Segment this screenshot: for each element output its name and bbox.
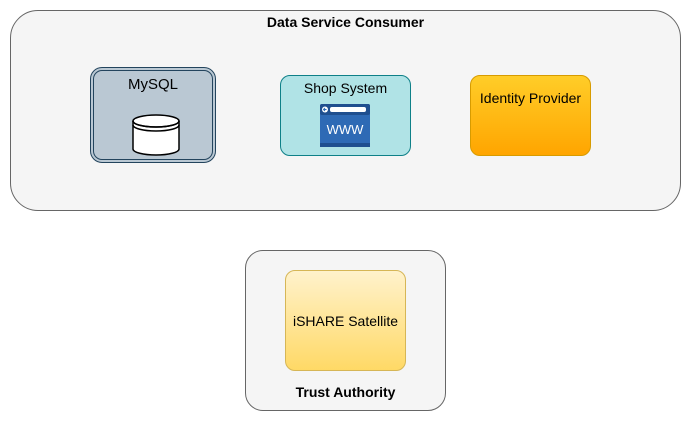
mysql-label: MySQL [127, 76, 178, 93]
identity-provider-node[interactable]: Identity Provider [470, 75, 591, 156]
ishare-satellite-label: iSHARE Satellite [292, 313, 399, 329]
www-icon-text: WWW [327, 122, 365, 137]
www-browser-icon: WWW [320, 104, 370, 147]
ishare-satellite-node[interactable]: iSHARE Satellite [285, 270, 406, 371]
database-icon [132, 114, 180, 156]
identity-provider-label: Identity Provider [479, 90, 582, 106]
shop-system-label: Shop System [303, 80, 388, 96]
shop-system-node[interactable]: Shop System WWW [280, 75, 411, 156]
mysql-node[interactable]: MySQL [90, 67, 216, 163]
data-service-consumer-title: Data Service Consumer [266, 14, 425, 30]
trust-authority-title: Trust Authority [295, 384, 396, 400]
